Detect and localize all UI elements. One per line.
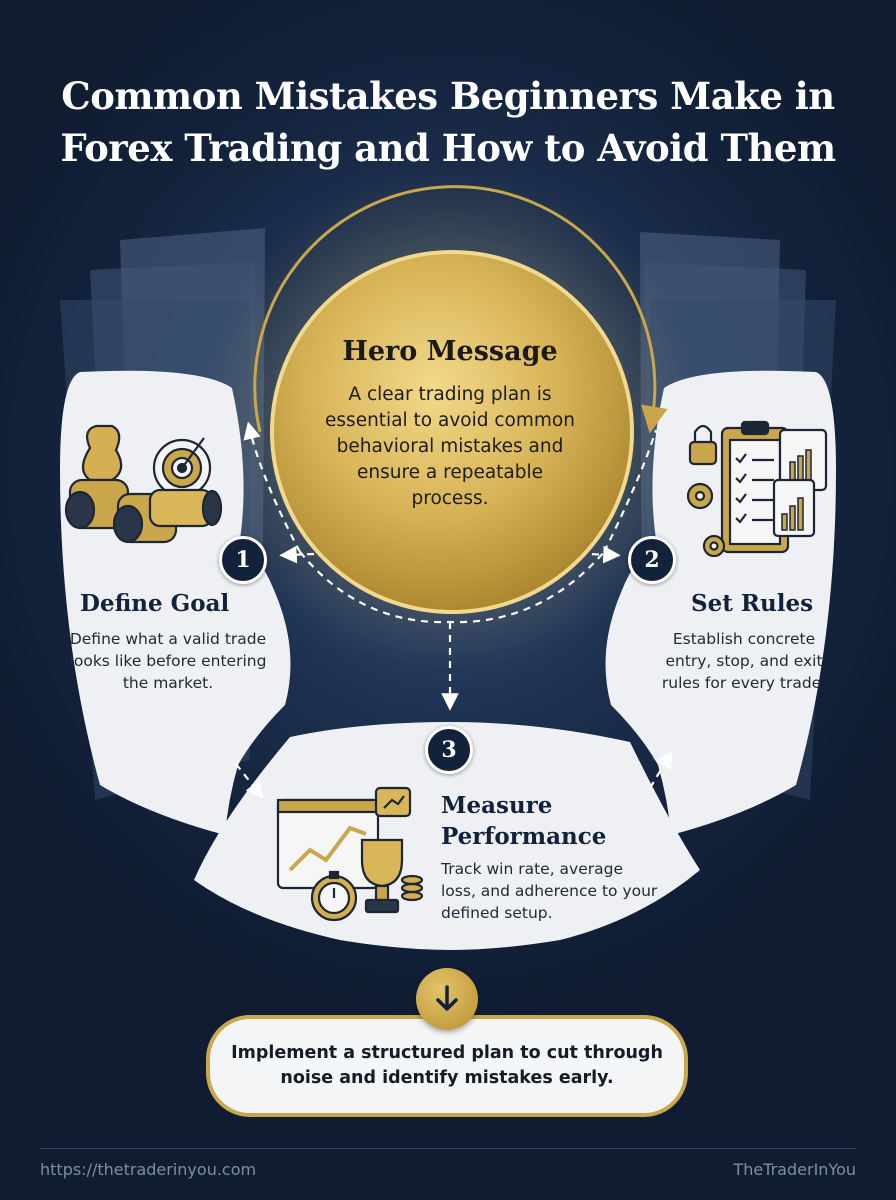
step-3-title-line-2: Performance [441, 823, 607, 850]
step-1-title: Define Goal [80, 590, 230, 617]
footer-brand: TheTraderInYou [733, 1160, 856, 1179]
hero-title: Hero Message [342, 336, 558, 367]
step-3-title: Measure Performance [441, 790, 606, 852]
footer-url[interactable]: https://thetraderinyou.com [40, 1160, 257, 1179]
step-2-title: Set Rules [691, 590, 814, 617]
gold-cycle-arrow [253, 185, 668, 434]
step-3-badge: 3 [425, 726, 473, 774]
binoculars-target-icon [64, 424, 223, 544]
step-1-text: Define what a valid trade looks like bef… [69, 630, 267, 692]
step-2-badge: 2 [628, 536, 676, 584]
hero-text: A clear trading plan is essential to avo… [325, 384, 575, 509]
step-2-text: Establish concrete entry, stop, and exit… [661, 630, 827, 692]
title-line-2: Forex Trading and How to Avoid Them [60, 126, 836, 170]
chart-trophy-icon [276, 786, 424, 922]
conclusion-box: Implement a structured plan to cut throu… [206, 1015, 688, 1117]
step-1-badge: 1 [219, 536, 267, 584]
step-3-text: Track win rate, average loss, and adhere… [441, 860, 658, 922]
step-3-title-line-1: Measure [441, 792, 553, 819]
footer-divider [40, 1148, 856, 1149]
page-title: Common Mistakes Beginners Make in Forex … [0, 70, 896, 174]
title-line-1: Common Mistakes Beginners Make in [61, 74, 835, 118]
hero-circle [270, 250, 634, 614]
arrow-down-icon [416, 968, 478, 1030]
clipboard-checklist-icon [686, 420, 828, 558]
conclusion-text: Implement a structured plan to cut throu… [231, 1043, 663, 1088]
